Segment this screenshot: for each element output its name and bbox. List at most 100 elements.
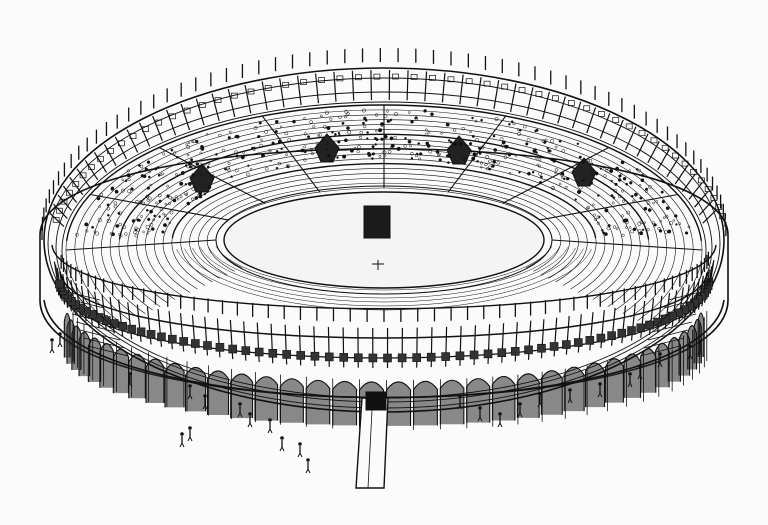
spectator: [110, 187, 114, 191]
seat-row-side: [83, 240, 131, 321]
person-head: [188, 384, 192, 388]
spectator: [647, 208, 652, 212]
attic-window: [383, 353, 392, 363]
spectator: [192, 139, 196, 144]
person-leg: [457, 404, 461, 410]
spectator-crowd: [75, 108, 691, 238]
spectator: [603, 174, 607, 178]
spectator: [146, 186, 150, 190]
front-seat-row: [184, 248, 584, 307]
spectator: [578, 185, 583, 190]
spectator: [620, 214, 625, 218]
spectator: [622, 176, 627, 181]
stair-step-right: [639, 345, 681, 357]
spectator: [146, 209, 149, 212]
spectator: [390, 145, 393, 149]
spectator: [234, 150, 238, 155]
spectator: [366, 151, 371, 156]
spectator: [517, 132, 521, 136]
spectator: [418, 157, 422, 161]
spectator: [430, 112, 434, 117]
upper-window: [97, 155, 104, 162]
spectator: [554, 171, 557, 175]
person-leg: [239, 412, 243, 418]
pilaster: [459, 74, 464, 105]
spectator: [424, 132, 429, 137]
spectator: [565, 176, 570, 181]
person-leg: [189, 394, 193, 400]
spectator: [527, 171, 531, 176]
spectator: [235, 134, 240, 139]
spectator: [596, 221, 600, 225]
pilaster: [666, 156, 680, 178]
spectator: [168, 195, 172, 200]
seat-row-side: [570, 238, 606, 290]
pilaster: [166, 109, 177, 136]
pilaster: [698, 200, 714, 216]
spectator: [604, 168, 609, 173]
seat-row-side: [577, 238, 615, 293]
spectator: [310, 152, 315, 156]
person-head: [598, 382, 602, 386]
seat-row-side: [585, 238, 623, 297]
spectator: [91, 225, 95, 229]
upper-window: [552, 95, 559, 102]
spectator: [127, 189, 131, 194]
spectator: [485, 155, 490, 160]
attic-pillar: [697, 275, 704, 310]
spectator: [198, 194, 203, 199]
spectator: [623, 218, 627, 222]
pilaster: [541, 91, 550, 120]
attic-window: [241, 346, 251, 355]
person-leg: [307, 468, 311, 474]
spectator: [474, 119, 478, 123]
spectator: [615, 227, 619, 230]
pilaster: [674, 165, 689, 185]
upper-window: [336, 75, 344, 82]
attic-window: [109, 319, 119, 328]
spectator: [199, 151, 202, 155]
attic-window: [55, 279, 64, 289]
person-leg: [281, 446, 285, 452]
upper-window: [715, 204, 723, 210]
spectator: [176, 197, 180, 201]
spectator: [583, 177, 587, 180]
spectator: [522, 124, 527, 129]
spectator: [319, 114, 323, 118]
upper-window: [567, 100, 575, 106]
spectator: [476, 160, 479, 163]
spectator: [375, 129, 378, 133]
spectator: [662, 216, 666, 219]
spectator: [538, 158, 542, 161]
spectator: [186, 201, 191, 206]
spectator: [215, 153, 218, 156]
arch: [254, 376, 279, 421]
spectator: [610, 179, 613, 183]
attic-window: [282, 350, 291, 359]
spectator: [612, 225, 617, 229]
arena-ellipse: [223, 191, 545, 289]
spectator: [374, 143, 377, 146]
upper-window: [704, 186, 712, 192]
spectator: [107, 214, 110, 217]
spectator: [206, 171, 210, 175]
spectator: [124, 179, 128, 183]
spectator: [480, 118, 483, 122]
spectator: [375, 138, 379, 142]
spectator: [347, 130, 352, 135]
spectator: [329, 159, 333, 163]
aisle: [90, 193, 229, 221]
person-leg: [297, 452, 301, 458]
person-leg: [539, 402, 543, 408]
spectator: [161, 230, 165, 234]
spectator: [637, 229, 642, 234]
spectator: [532, 149, 537, 153]
person-leg: [279, 446, 283, 452]
spectator: [564, 185, 568, 189]
attic-window: [191, 339, 200, 348]
pilaster: [624, 126, 637, 151]
spectator: [383, 154, 387, 157]
pilaster: [424, 71, 428, 102]
pilaster: [53, 203, 68, 219]
pilaster: [493, 79, 500, 110]
